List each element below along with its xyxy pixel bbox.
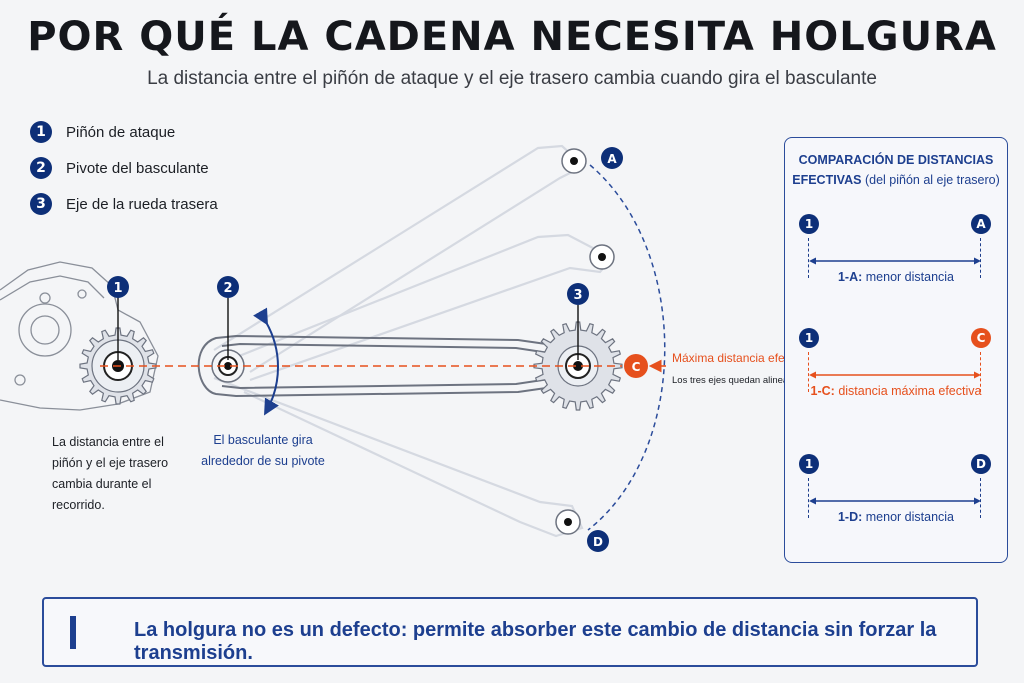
- page-title: POR QUÉ LA CADENA NECESITA HOLGURA: [27, 14, 997, 60]
- marker-a-text: A: [607, 152, 617, 166]
- marker-1-text: 1: [113, 281, 122, 296]
- legend-item-rear-axle: 3 Eje de la rueda trasera: [30, 186, 218, 222]
- legend: 1 Piñón de ataque 2 Pivote del basculant…: [30, 114, 218, 222]
- axle-position-d: [555, 509, 581, 535]
- engine-case: [0, 261, 159, 411]
- conclusion-banner: La holgura no es un defecto: permite abs…: [42, 597, 978, 667]
- note-swingarm-rotation: El basculante gira alrededor de su pivot…: [198, 430, 328, 472]
- legend-item-swingarm-pivot: 2 Pivote del basculante: [30, 150, 218, 186]
- comparison-code: 1-A:: [837, 270, 863, 284]
- legend-label: Piñón de ataque: [66, 123, 176, 141]
- comparison-caption-text: distancia máxima efectiva: [838, 384, 982, 398]
- page-subtitle: La distancia entre el piñón de ataque y …: [147, 68, 877, 89]
- comparison-row-1c: 1 C 1-C: distancia máxima efectiva: [785, 328, 1007, 418]
- note-distance-changes: La distancia entre el piñón y el eje tra…: [52, 432, 168, 516]
- marker-2: 2: [217, 276, 239, 298]
- dashed-guide: [980, 478, 981, 518]
- axle-position-a: [561, 148, 587, 174]
- distance-arrow: [809, 497, 981, 505]
- comparison-caption-text: menor distancia: [865, 510, 955, 524]
- note-line: recorrido.: [52, 498, 105, 512]
- legend-label: Eje de la rueda trasera: [66, 195, 218, 213]
- comparison-caption: 1-C: distancia máxima efectiva: [785, 384, 1007, 398]
- axle-position-b: [589, 244, 615, 270]
- comparison-row-1a: 1 A 1-A: menor distancia: [785, 214, 1007, 304]
- comparison-code: 1-C:: [810, 384, 835, 398]
- dashed-guide: [808, 352, 809, 392]
- axle-travel-arc: [587, 164, 666, 531]
- note-line: La distancia entre el: [52, 435, 164, 449]
- dashed-guide: [808, 478, 809, 518]
- panel-title-note: (del piñón al eje trasero): [864, 173, 1000, 187]
- distance-arrow: [809, 257, 981, 265]
- comparison-left-marker: 1: [799, 328, 819, 348]
- swingarm-pivot: [211, 349, 245, 383]
- note-line: El basculante gira: [213, 433, 313, 447]
- panel-title-line: COMPARACIÓN DE DISTANCIAS: [798, 153, 994, 167]
- comparison-right-marker: D: [971, 454, 991, 474]
- note-line: alrededor de su pivote: [201, 454, 325, 468]
- marker-1: 1: [107, 276, 129, 298]
- note-line: piñón y el eje trasero: [52, 456, 169, 470]
- c-annotation-sub: Los tres ejes quedan alineados: [672, 375, 804, 386]
- dashed-guide: [980, 238, 981, 278]
- legend-item-drive-sprocket: 1 Piñón de ataque: [30, 114, 218, 150]
- comparison-panel: COMPARACIÓN DE DISTANCIAS EFECTIVAS (del…: [784, 137, 1008, 563]
- marker-3: 3: [567, 283, 589, 305]
- marker-d: D: [587, 530, 609, 552]
- marker-c-text: C: [632, 360, 641, 374]
- banner-accent-bar: [70, 616, 76, 649]
- dashed-guide: [980, 352, 981, 392]
- marker-d-text: D: [593, 535, 603, 549]
- distance-arrow: [809, 371, 981, 379]
- comparison-right-marker: C: [971, 328, 991, 348]
- comparison-row-1d: 1 D 1-D: menor distancia: [785, 454, 1007, 544]
- note-line: cambia durante el: [52, 477, 152, 491]
- number-badge-1: 1: [30, 121, 52, 143]
- comparison-panel-title: COMPARACIÓN DE DISTANCIAS EFECTIVAS (del…: [785, 150, 1007, 190]
- comparison-right-marker: A: [971, 214, 991, 234]
- conclusion-message: La holgura no es un defecto: permite abs…: [134, 619, 937, 664]
- panel-title-line: EFECTIVAS: [792, 173, 862, 187]
- number-badge-3: 3: [30, 193, 52, 215]
- swing-rotation-arrow: [253, 307, 279, 416]
- marker-c: C: [624, 354, 648, 378]
- c-annotation-title: Máxima distancia efectiva: [672, 351, 810, 365]
- number-badge-2: 2: [30, 157, 52, 179]
- comparison-caption: 1-D: menor distancia: [785, 510, 1007, 524]
- comparison-caption: 1-A: menor distancia: [785, 270, 1007, 284]
- marker-a: A: [601, 147, 623, 169]
- comparison-code: 1-D:: [837, 510, 863, 524]
- comparison-caption-text: menor distancia: [865, 270, 955, 284]
- marker-2-text: 2: [223, 281, 232, 296]
- dashed-guide: [808, 238, 809, 278]
- comparison-left-marker: 1: [799, 454, 819, 474]
- marker-3-text: 3: [573, 288, 582, 303]
- legend-label: Pivote del basculante: [66, 159, 209, 177]
- comparison-left-marker: 1: [799, 214, 819, 234]
